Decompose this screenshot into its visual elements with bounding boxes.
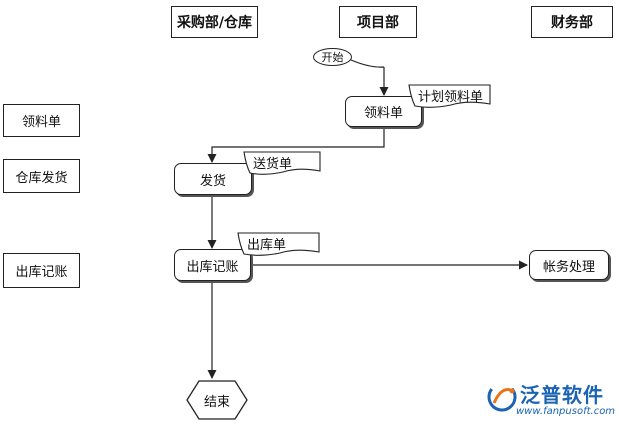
- accounting-node: 帐务处理: [529, 250, 609, 280]
- fanpu-logo-name: 泛普软件: [520, 383, 604, 407]
- delivery-note-doc-label: 送货单: [253, 156, 293, 172]
- planned-requisition-doc-label: 计划领料单: [418, 89, 484, 105]
- lane-header-purchase-warehouse: 采购部/仓库: [171, 6, 258, 38]
- lane-header-project: 项目部: [339, 6, 417, 38]
- fanpu-logo-url: www.fanpusoft.com: [516, 406, 616, 417]
- row-label-warehouse-delivery: 仓库发货: [3, 159, 80, 193]
- delivery-note-doc: 送货单: [243, 151, 321, 175]
- row-label-requisition: 领料单: [3, 104, 80, 137]
- fanpu-logo: 泛普软件 www.fanpusoft.com: [486, 377, 616, 421]
- requisition-node: 领料单: [345, 96, 422, 127]
- end-node-label: 结束: [203, 394, 230, 410]
- start-node: 开始: [313, 48, 352, 66]
- fanpu-logo-icon: [487, 382, 517, 412]
- lane-header-finance: 财务部: [531, 6, 613, 38]
- row-label-outbound-accounting: 出库记账: [3, 253, 80, 288]
- outbound-note-doc-label: 出库单: [247, 237, 287, 253]
- planned-requisition-doc: 计划领料单: [408, 84, 491, 108]
- end-node: 结束: [186, 380, 248, 420]
- outbound-record-node: 出库记账: [174, 249, 251, 281]
- edge-requisition-to-deliver: [207, 127, 385, 163]
- deliver-node: 发货: [174, 163, 252, 195]
- outbound-note-doc: 出库单: [237, 232, 320, 256]
